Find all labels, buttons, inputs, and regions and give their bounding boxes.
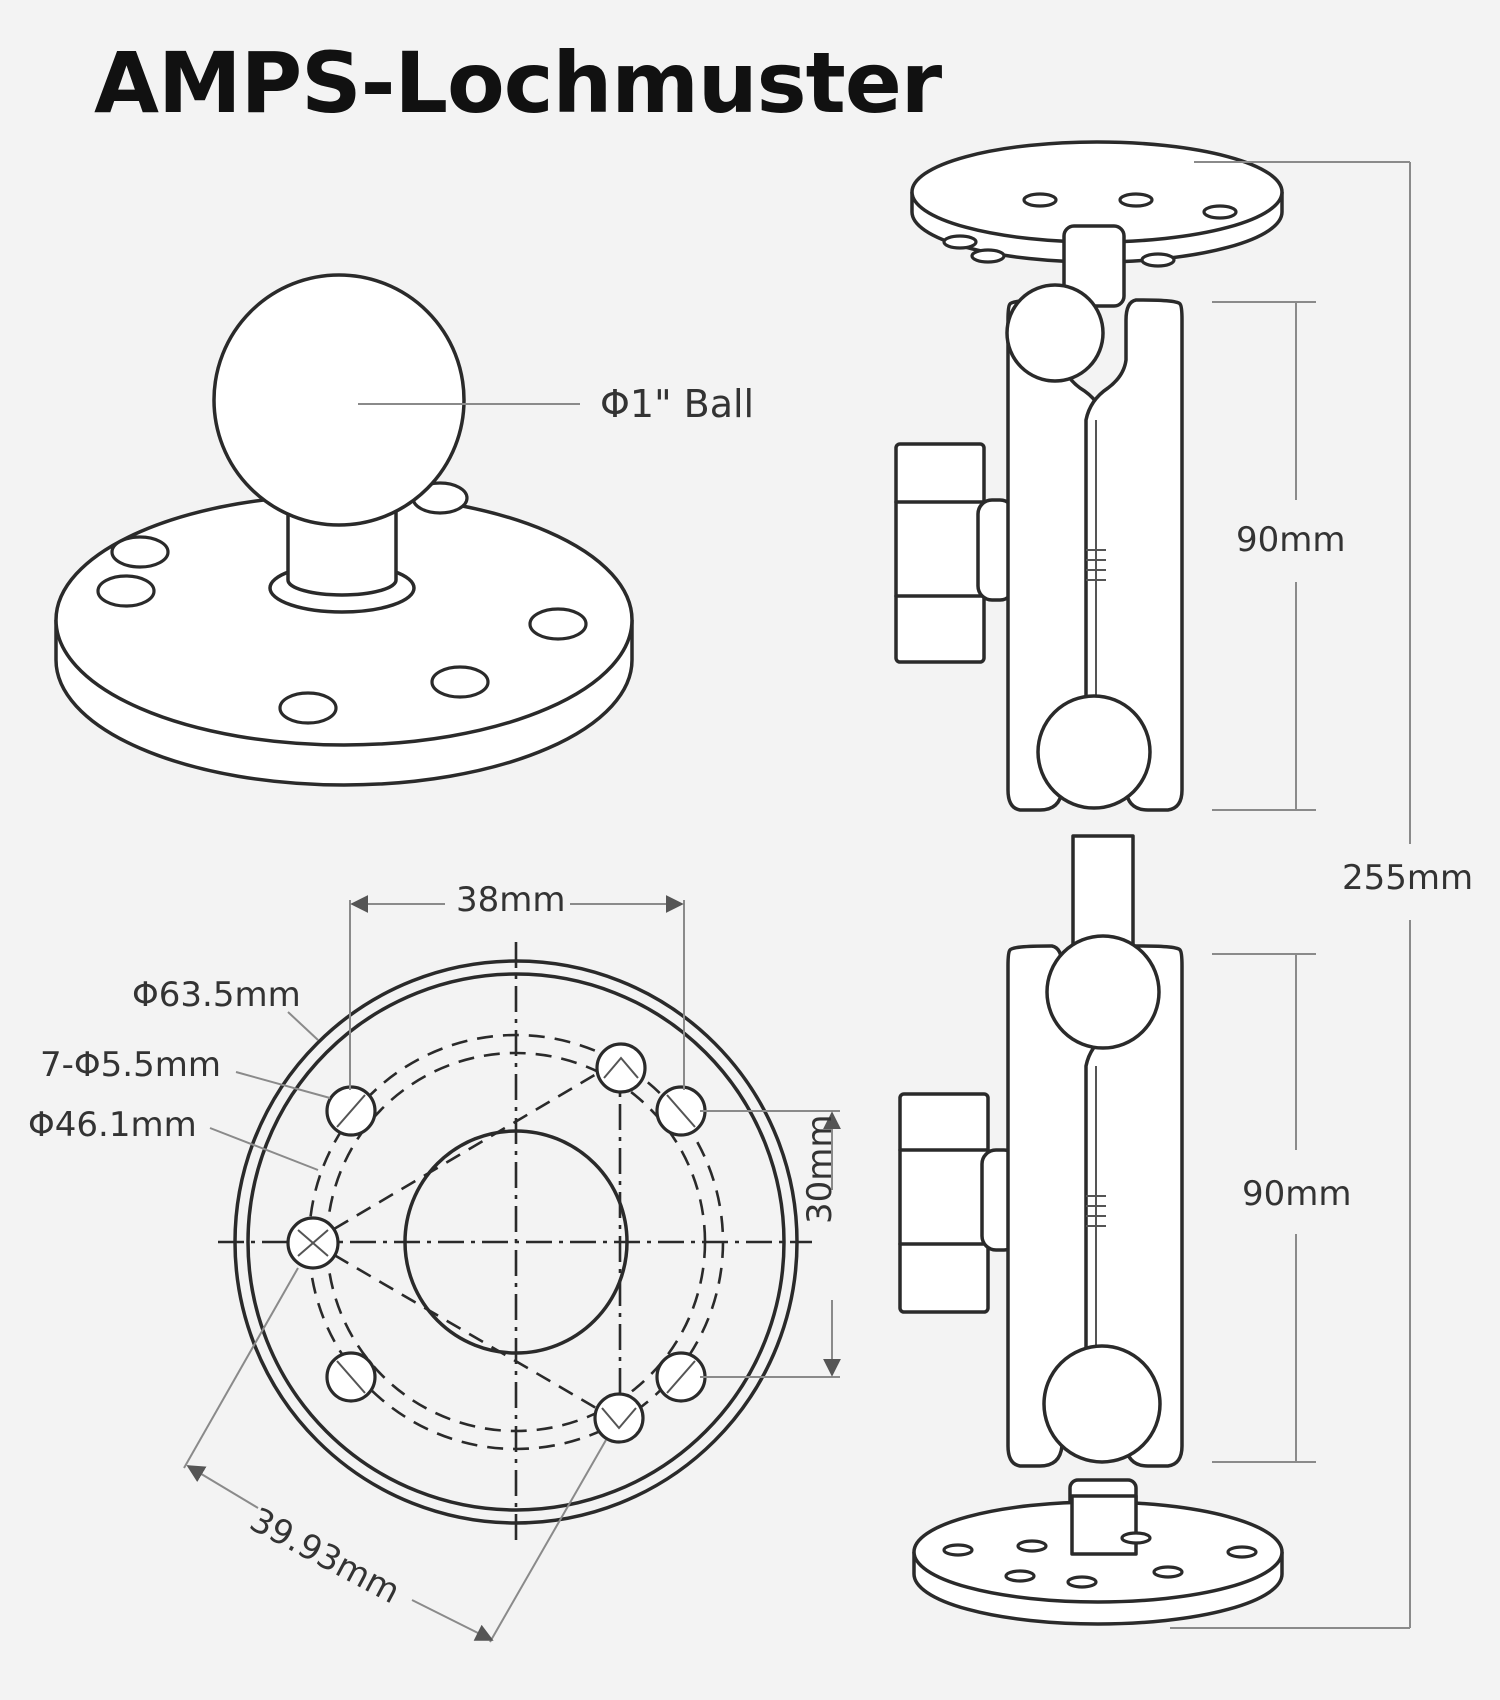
ball-diameter-label: Φ1" Ball: [600, 382, 755, 426]
bolt-circle-diameter-label: Φ46.1mm: [28, 1105, 197, 1145]
total-length-label: 255mm: [1342, 858, 1474, 898]
lower-arm-length-label: 90mm: [1242, 1174, 1352, 1214]
hole-spacing-38-label: 38mm: [456, 880, 566, 920]
double-socket-arm: [894, 140, 1411, 1629]
outer-diameter-label: Φ63.5mm: [132, 975, 301, 1015]
page-title: AMPS-Lochmuster: [94, 34, 942, 132]
hole-count-label: 7-Φ5.5mm: [40, 1045, 221, 1085]
hole-spacing-30-label: 30mm: [800, 1114, 840, 1224]
hole-pattern: [183, 895, 841, 1643]
upper-arm-length-label: 90mm: [1236, 520, 1346, 560]
ball-base-perspective: [54, 273, 634, 787]
